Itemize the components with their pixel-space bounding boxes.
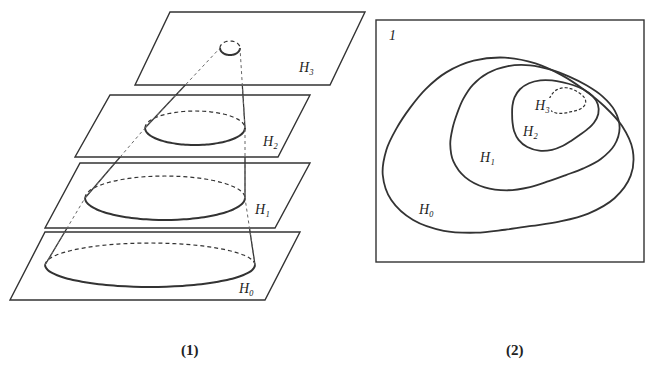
hidden-side xyxy=(245,128,246,198)
contour-front xyxy=(45,265,255,287)
hidden-side xyxy=(240,48,245,128)
horizontal-plane xyxy=(10,232,300,300)
height-label: 1 xyxy=(388,28,397,44)
hidden-side xyxy=(85,128,145,198)
height-label: H₂ xyxy=(522,124,539,140)
contour-front xyxy=(145,128,245,145)
contour-front xyxy=(85,198,245,220)
contour-line xyxy=(548,88,586,114)
height-label: H₁ xyxy=(479,150,496,166)
stacked-planes xyxy=(10,12,365,300)
contour-back xyxy=(45,243,255,265)
horizontal-plane xyxy=(75,95,310,157)
map-frame xyxy=(376,20,644,262)
contour-map xyxy=(383,58,634,233)
height-label: H₀ xyxy=(418,202,435,218)
contour-front xyxy=(220,48,240,55)
figure-caption: (2) xyxy=(505,342,525,358)
figure-caption: (1) xyxy=(180,342,200,358)
contour-back xyxy=(145,111,245,128)
horizontal-plane xyxy=(45,163,310,228)
contour-back xyxy=(220,41,240,48)
contour-line xyxy=(450,65,619,190)
height-label: H₃ xyxy=(534,98,551,114)
height-label: H₃ xyxy=(298,60,315,76)
height-label: H₂ xyxy=(262,134,279,150)
horizontal-plane xyxy=(135,12,365,85)
height-label: H₀ xyxy=(238,281,255,297)
height-label: H₁ xyxy=(254,202,271,218)
contour-line xyxy=(383,58,634,233)
hidden-side xyxy=(145,48,220,128)
contour-line xyxy=(512,80,599,151)
contour-back xyxy=(85,176,245,198)
hidden-side xyxy=(45,198,85,265)
